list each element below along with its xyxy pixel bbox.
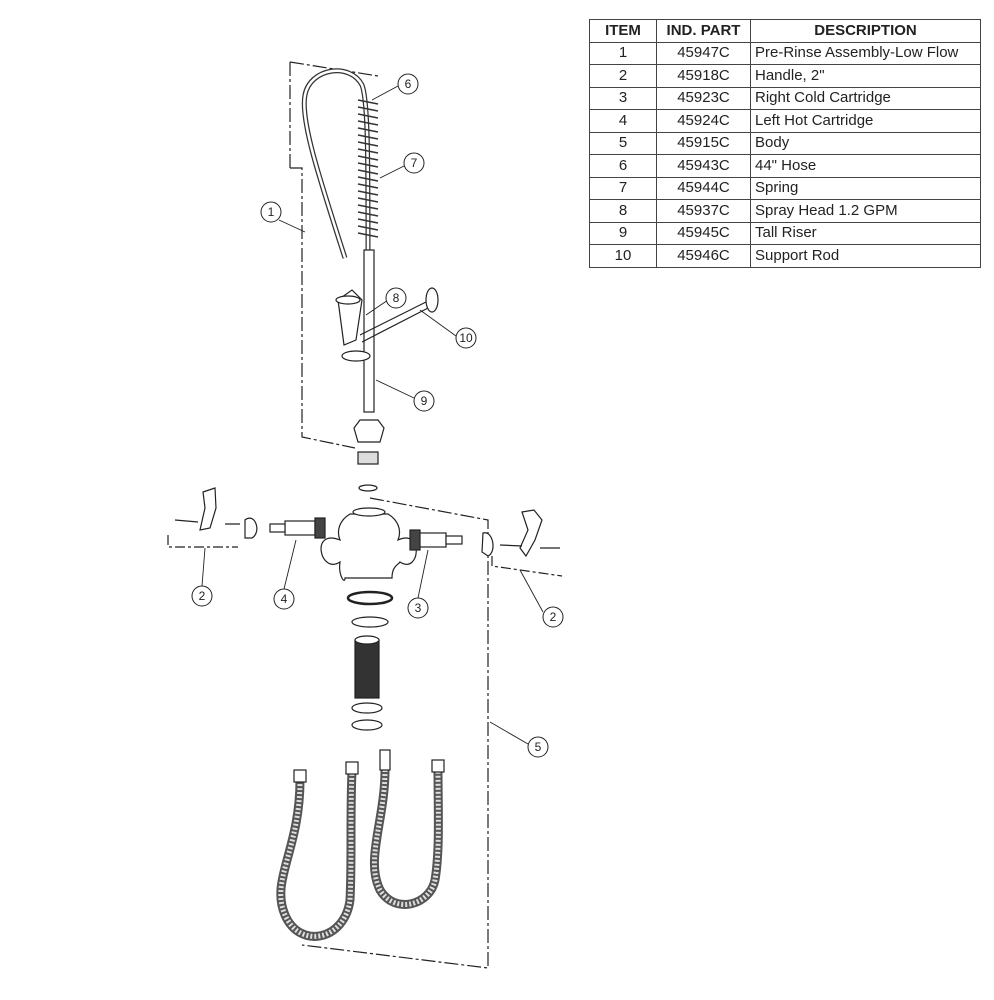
callout-10: 10 [455, 327, 477, 349]
part-number-cell: 45947C [656, 41, 751, 65]
right-bonnet [481, 532, 494, 557]
description-cell: Spring [750, 176, 981, 200]
header-part: IND. PART [656, 19, 751, 43]
handle-right-bracket [491, 556, 563, 577]
item-cell: 5 [589, 131, 657, 155]
description-cell: Handle, 2" [750, 64, 981, 88]
callout-6: 6 [397, 73, 419, 95]
description-cell: Tall Riser [750, 221, 981, 245]
description-cell: Support Rod [750, 244, 981, 268]
item-cell: 7 [589, 176, 657, 200]
header-item: ITEM [589, 19, 657, 43]
callout-4: 4 [273, 588, 295, 610]
part-number-cell: 45943C [656, 154, 751, 178]
item-cell: 8 [589, 199, 657, 223]
callout-7: 7 [403, 152, 425, 174]
coupling-nut [353, 419, 385, 443]
right-cold-cartridge [409, 529, 463, 551]
callout-9: 9 [413, 390, 435, 412]
svg-text:7: 7 [411, 156, 418, 170]
assembly-1-outline [289, 61, 379, 449]
item-cell: 1 [589, 41, 657, 65]
assembly-5-outline [301, 497, 489, 969]
svg-text:3: 3 [415, 601, 422, 615]
item-cell: 4 [589, 109, 657, 133]
faucet-body [320, 513, 417, 581]
description-cell: Pre-Rinse Assembly-Low Flow [750, 41, 981, 65]
callout-8: 8 [385, 287, 407, 309]
description-cell: Body [750, 131, 981, 155]
part-number-cell: 45915C [656, 131, 751, 155]
description-cell: 44" Hose [750, 154, 981, 178]
svg-text:5: 5 [535, 740, 542, 754]
item-cell: 2 [589, 64, 657, 88]
description-cell: Left Hot Cartridge [750, 109, 981, 133]
left-bonnet [244, 517, 258, 539]
description-cell: Spray Head 1.2 GPM [750, 199, 981, 223]
svg-text:8: 8 [393, 291, 400, 305]
lock-nut [351, 719, 383, 731]
supply-hose-left [276, 769, 357, 941]
part-number-cell: 45924C [656, 109, 751, 133]
description-cell: Right Cold Cartridge [750, 86, 981, 110]
callout-2-left: 2 [191, 585, 213, 607]
callout-3: 3 [407, 597, 429, 619]
threaded-shank [354, 639, 380, 699]
gasket [346, 590, 394, 606]
header-description: DESCRIPTION [750, 19, 981, 43]
part-number-cell: 45918C [656, 64, 751, 88]
part-number-cell: 45945C [656, 221, 751, 245]
callout-1: 1 [260, 201, 282, 223]
part-number-cell: 45937C [656, 199, 751, 223]
left-handle [199, 487, 217, 531]
svg-text:9: 9 [421, 394, 428, 408]
item-cell: 9 [589, 221, 657, 245]
table-header-row: ITEM IND. PART DESCRIPTION [589, 19, 981, 43]
item-cell: 3 [589, 86, 657, 110]
callout-2-right: 2 [542, 606, 564, 628]
svg-text:6: 6 [405, 77, 412, 91]
svg-text:2: 2 [550, 610, 557, 624]
svg-text:1: 1 [268, 205, 275, 219]
item-cell: 10 [589, 244, 657, 268]
right-handle [519, 509, 543, 558]
svg-text:10: 10 [459, 331, 473, 345]
handle-left-bracket [167, 535, 238, 548]
item-cell: 6 [589, 154, 657, 178]
part-number-cell: 45923C [656, 86, 751, 110]
support-rod [359, 299, 433, 343]
left-hot-cartridge [269, 517, 326, 539]
svg-text:2: 2 [199, 589, 206, 603]
spring [357, 99, 379, 238]
callout-5: 5 [527, 736, 549, 758]
part-number-cell: 45946C [656, 244, 751, 268]
svg-text:4: 4 [281, 592, 288, 606]
part-number-cell: 45944C [656, 176, 751, 200]
